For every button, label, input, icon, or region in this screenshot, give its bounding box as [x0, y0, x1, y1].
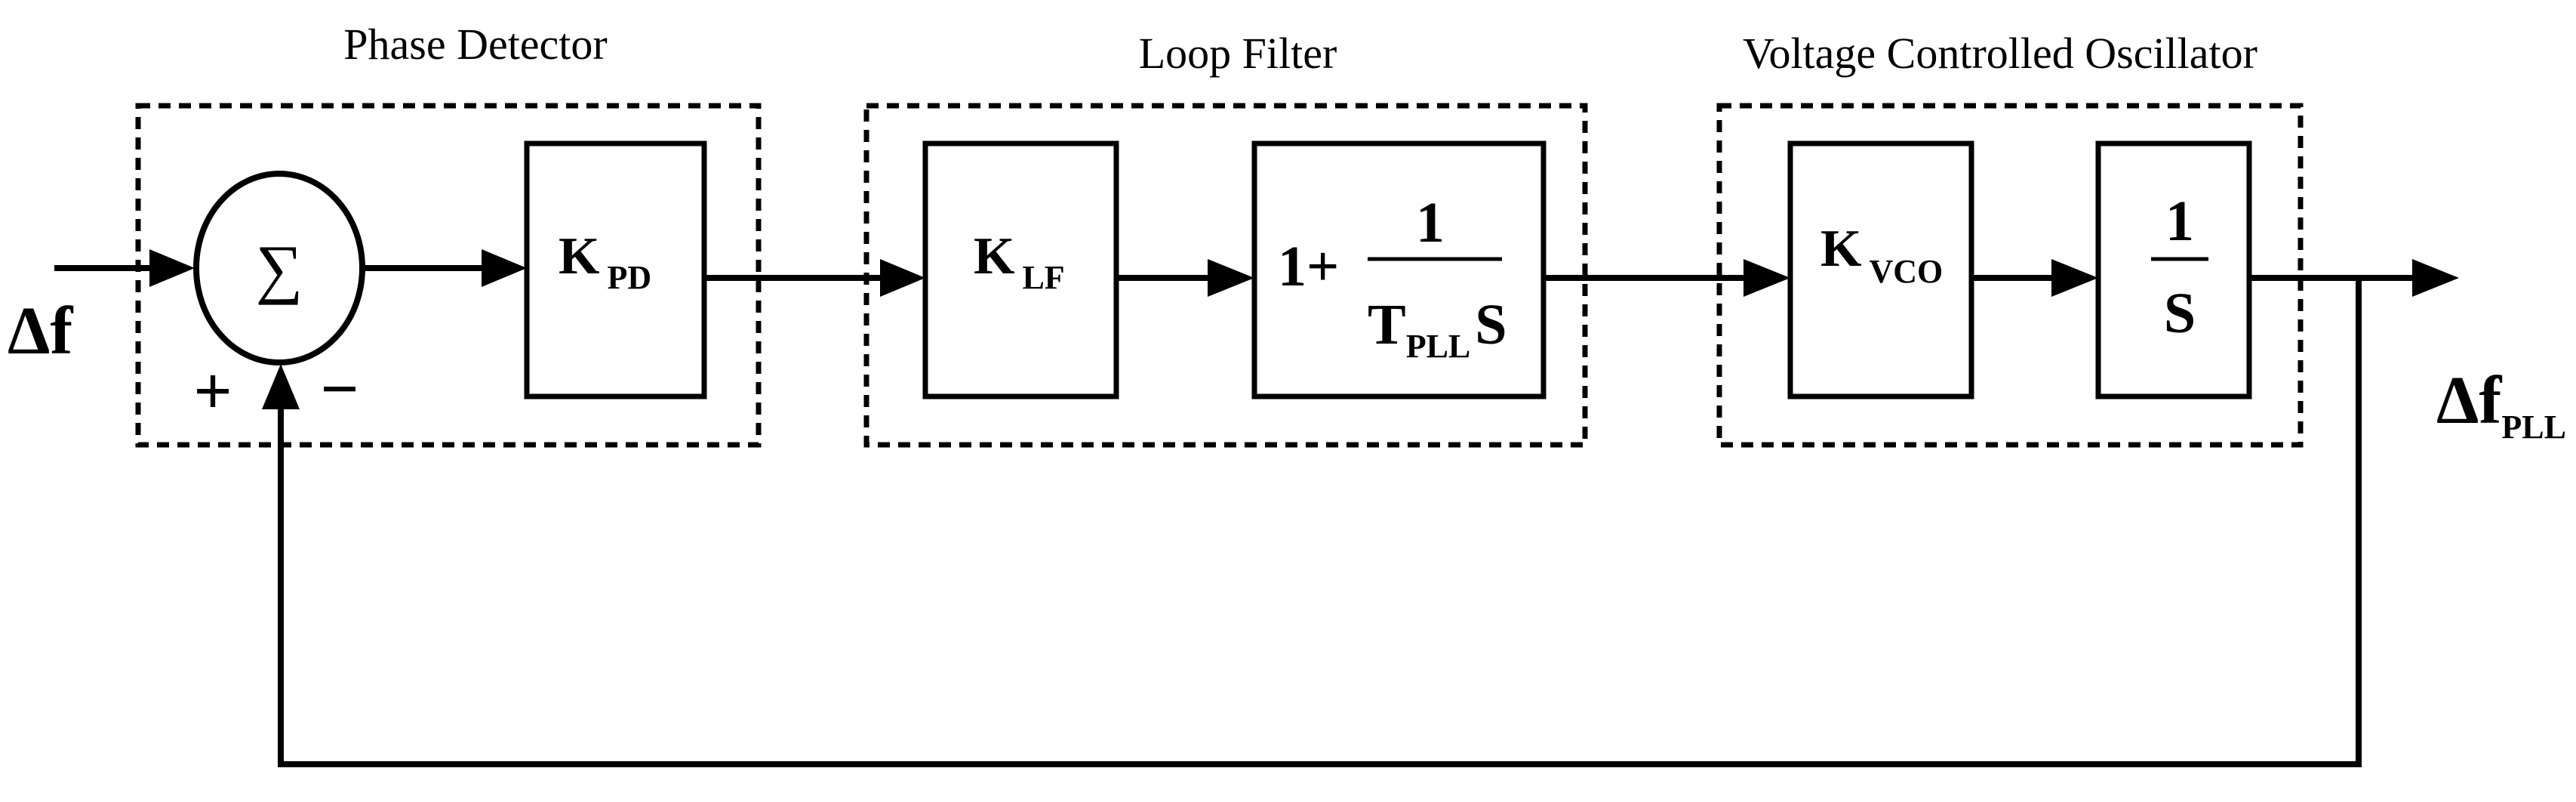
plus-sign: +: [193, 354, 232, 429]
output-arrowhead: [2412, 259, 2459, 297]
integrator-block: [2095, 140, 2252, 399]
kpd-subscript: PD: [607, 259, 651, 296]
integrator-denominator: S: [2164, 282, 2196, 345]
pi-denominator-tail: S: [1475, 293, 1507, 356]
klf-block: [922, 140, 1119, 399]
input-arrowhead: [149, 249, 195, 287]
kvco-subscript: VCO: [1869, 253, 1943, 290]
vco-title: Voltage Controlled Oscillator: [1743, 29, 2257, 78]
pi-numerator: 1: [1416, 191, 1445, 254]
vco-frame: [1716, 103, 2304, 448]
klf-subscript: LF: [1022, 259, 1064, 296]
pi-block: [1251, 140, 1547, 399]
pi-denominator-subscript: PLL: [1406, 328, 1471, 365]
phase-detector-frame: [135, 103, 762, 448]
input-signal-label: Δf: [8, 294, 73, 369]
loop-filter-title: Loop Filter: [1139, 29, 1337, 78]
sum-to-kpd-arrowhead: [482, 249, 527, 287]
output-signal-label: ΔfPLL: [2436, 363, 2566, 446]
pi-prefix: 1+: [1278, 235, 1339, 298]
integrator-numerator: 1: [2165, 190, 2194, 253]
kvco-block: [1787, 140, 1974, 399]
pi-to-kvco-arrowhead: [1743, 259, 1790, 297]
kvco-to-integrator-arrowhead: [2051, 259, 2098, 297]
phase-detector-title: Phase Detector: [343, 20, 607, 69]
kpd-to-klf-arrowhead: [880, 259, 925, 297]
output-signal-subscript: PLL: [2501, 409, 2566, 446]
pi-denominator: TPLLS: [1368, 293, 1507, 365]
klf-to-pi-arrowhead: [1208, 259, 1254, 297]
kpd-block: [524, 140, 707, 399]
summation-symbol: ∑: [256, 233, 303, 306]
minus-sign: −: [320, 352, 359, 427]
feedback-arrowhead: [262, 364, 300, 409]
feedback-line: [278, 278, 2362, 767]
